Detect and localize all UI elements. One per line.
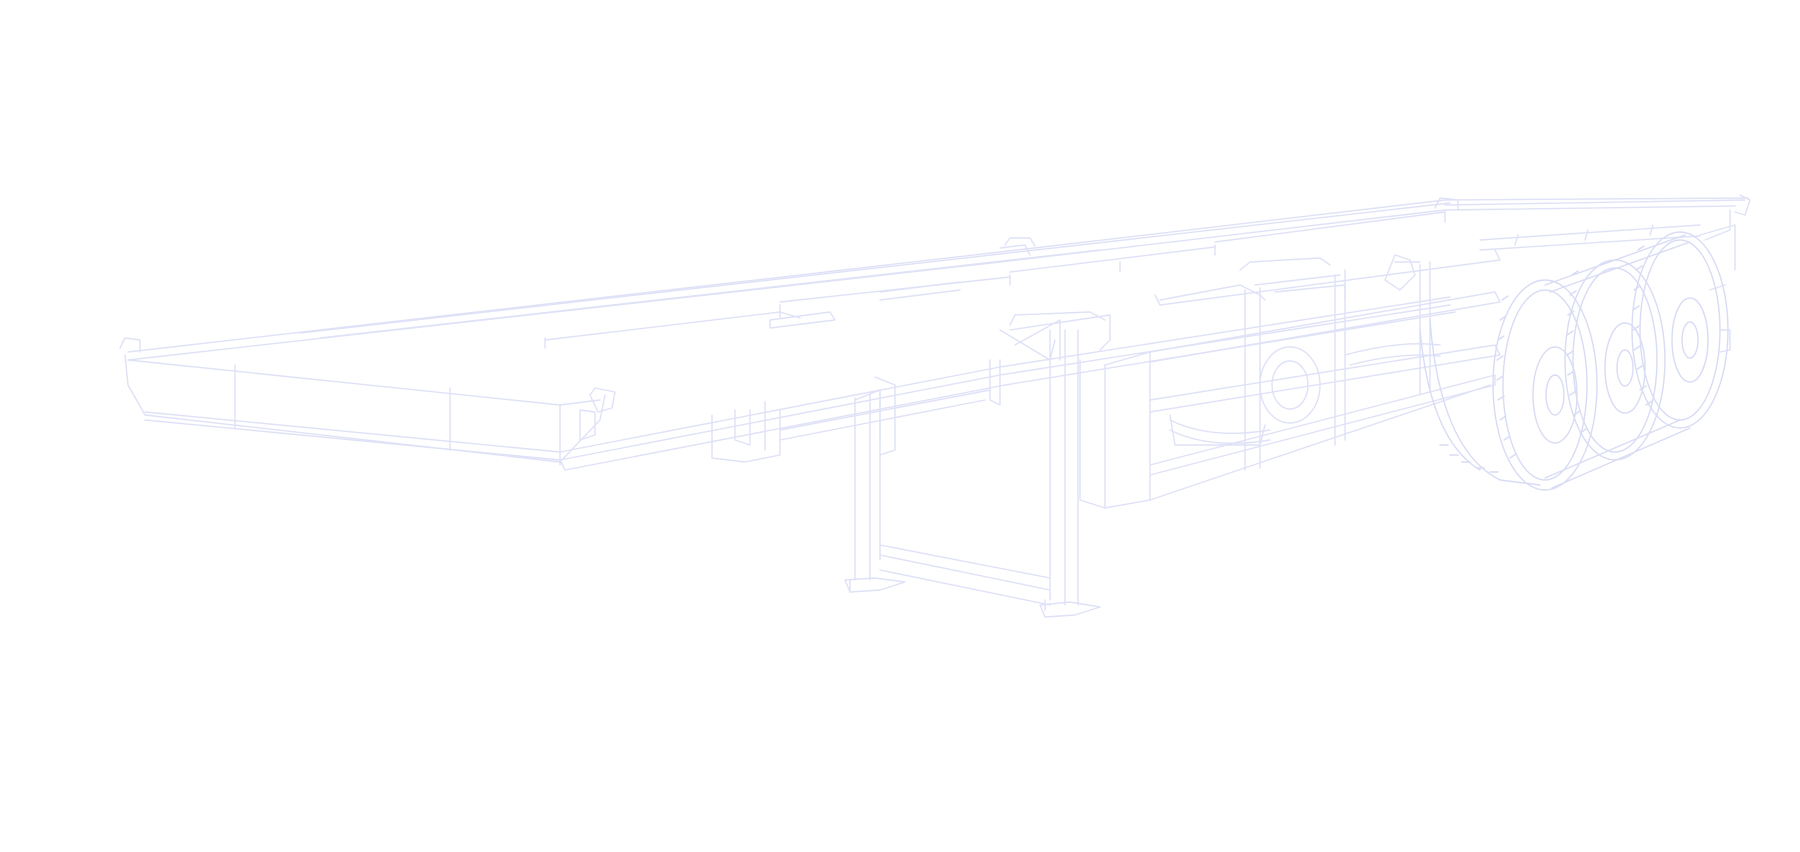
suspension [1169, 254, 1441, 446]
front-crossbeam [119, 337, 616, 466]
kingpin-area [769, 281, 961, 329]
rear-end-frame [1434, 194, 1751, 353]
rear-side-frame [1009, 249, 1501, 509]
landing-gear [844, 319, 1101, 618]
support-brackets [711, 359, 1001, 463]
wheels [1419, 231, 1729, 491]
cross-members [544, 211, 1446, 349]
